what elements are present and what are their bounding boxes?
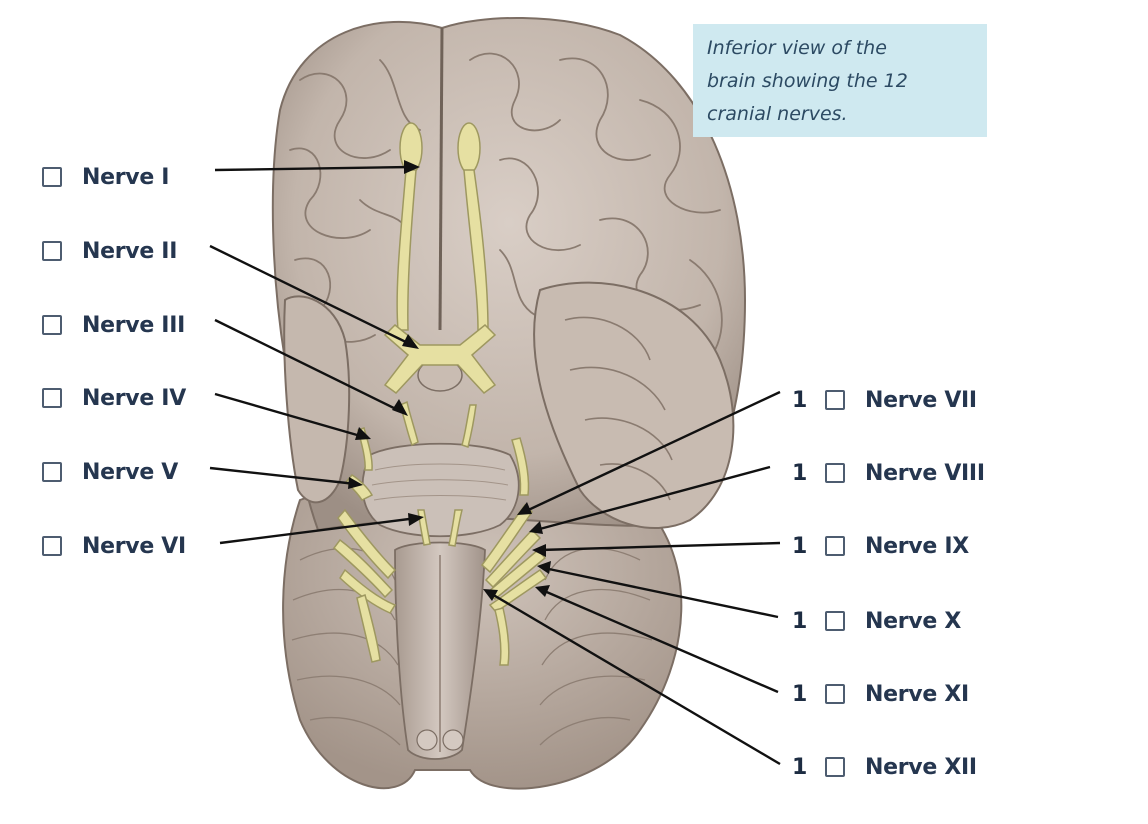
label-text: Nerve III [82,312,185,338]
label-nerve-vii: 1 Nerve VII [792,385,977,415]
leader-nerve-i [214,165,413,172]
leader-lines [209,165,781,766]
label-nerve-i: Nerve I [42,162,170,192]
checkbox-nerve-x[interactable] [825,611,846,631]
count-nerve-x: 1 [792,608,808,634]
checkbox-nerve-i[interactable] [42,167,62,187]
label-text: Nerve XI [865,681,969,707]
leader-nerve-xii [489,591,781,766]
temporal-lobe-right [533,281,735,529]
pons [361,442,520,538]
label-text: Nerve IX [865,533,969,559]
label-text: Nerve XII [865,754,977,780]
leader-nerve-ii [209,244,413,347]
checkbox-nerve-iv[interactable] [42,388,62,408]
label-nerve-ii: Nerve II [42,236,177,266]
caption-line-2: brain showing the 12 [707,70,908,92]
label-nerve-ix: 1 Nerve IX [792,531,969,561]
checkbox-nerve-xii[interactable] [825,757,846,777]
label-text: Nerve VII [865,387,977,413]
count-nerve-ix: 1 [792,533,808,559]
checkbox-nerve-vi[interactable] [42,536,62,556]
label-text: Nerve VI [82,533,186,559]
leader-nerve-vii [523,390,781,514]
count-nerve-xii: 1 [792,754,808,780]
checkbox-nerve-ii[interactable] [42,241,62,261]
leader-arrowheads [348,160,551,601]
label-nerve-iii: Nerve III [42,310,185,340]
label-text: Nerve I [82,164,170,190]
checkbox-nerve-xi[interactable] [825,684,846,704]
label-nerve-xi: 1 Nerve XI [792,679,969,709]
checkbox-nerve-iii[interactable] [42,315,62,335]
label-text: Nerve V [82,459,179,485]
temporal-lobe-left [283,295,351,504]
label-nerve-xii: 1 Nerve XII [792,752,977,782]
label-text: Nerve X [865,608,961,634]
count-nerve-vii: 1 [792,387,808,413]
leader-nerve-viii [535,465,771,532]
caption-line-1: Inferior view of the [707,37,887,59]
leader-nerve-xi [541,588,779,694]
count-nerve-viii: 1 [792,460,808,486]
label-nerve-iv: Nerve IV [42,383,186,413]
label-nerve-vi: Nerve VI [42,531,186,561]
label-nerve-viii: 1 Nerve VIII [792,458,985,488]
label-text: Nerve IV [82,385,186,411]
checkbox-nerve-viii[interactable] [825,463,846,483]
leader-nerve-vi [219,516,418,545]
leader-nerve-ix [539,541,781,552]
caption-box: Inferior view of the brain showing the 1… [693,24,987,137]
label-nerve-x: 1 Nerve X [792,606,961,636]
longitudinal-fissure [438,27,444,331]
leader-nerve-iii [214,318,403,414]
checkbox-nerve-vii[interactable] [825,390,846,410]
count-nerve-xi: 1 [792,681,808,707]
checkbox-nerve-ix[interactable] [825,536,846,556]
caption-line-3: cranial nerves. [707,103,848,125]
label-nerve-v: Nerve V [42,457,178,487]
leader-nerve-x [543,566,779,619]
label-text: Nerve II [82,238,178,264]
label-text: Nerve VIII [865,460,985,486]
leader-nerve-iv [214,392,365,439]
checkbox-nerve-v[interactable] [42,462,62,482]
leader-nerve-v [209,466,357,486]
olfactory-bulb-right [457,122,481,174]
